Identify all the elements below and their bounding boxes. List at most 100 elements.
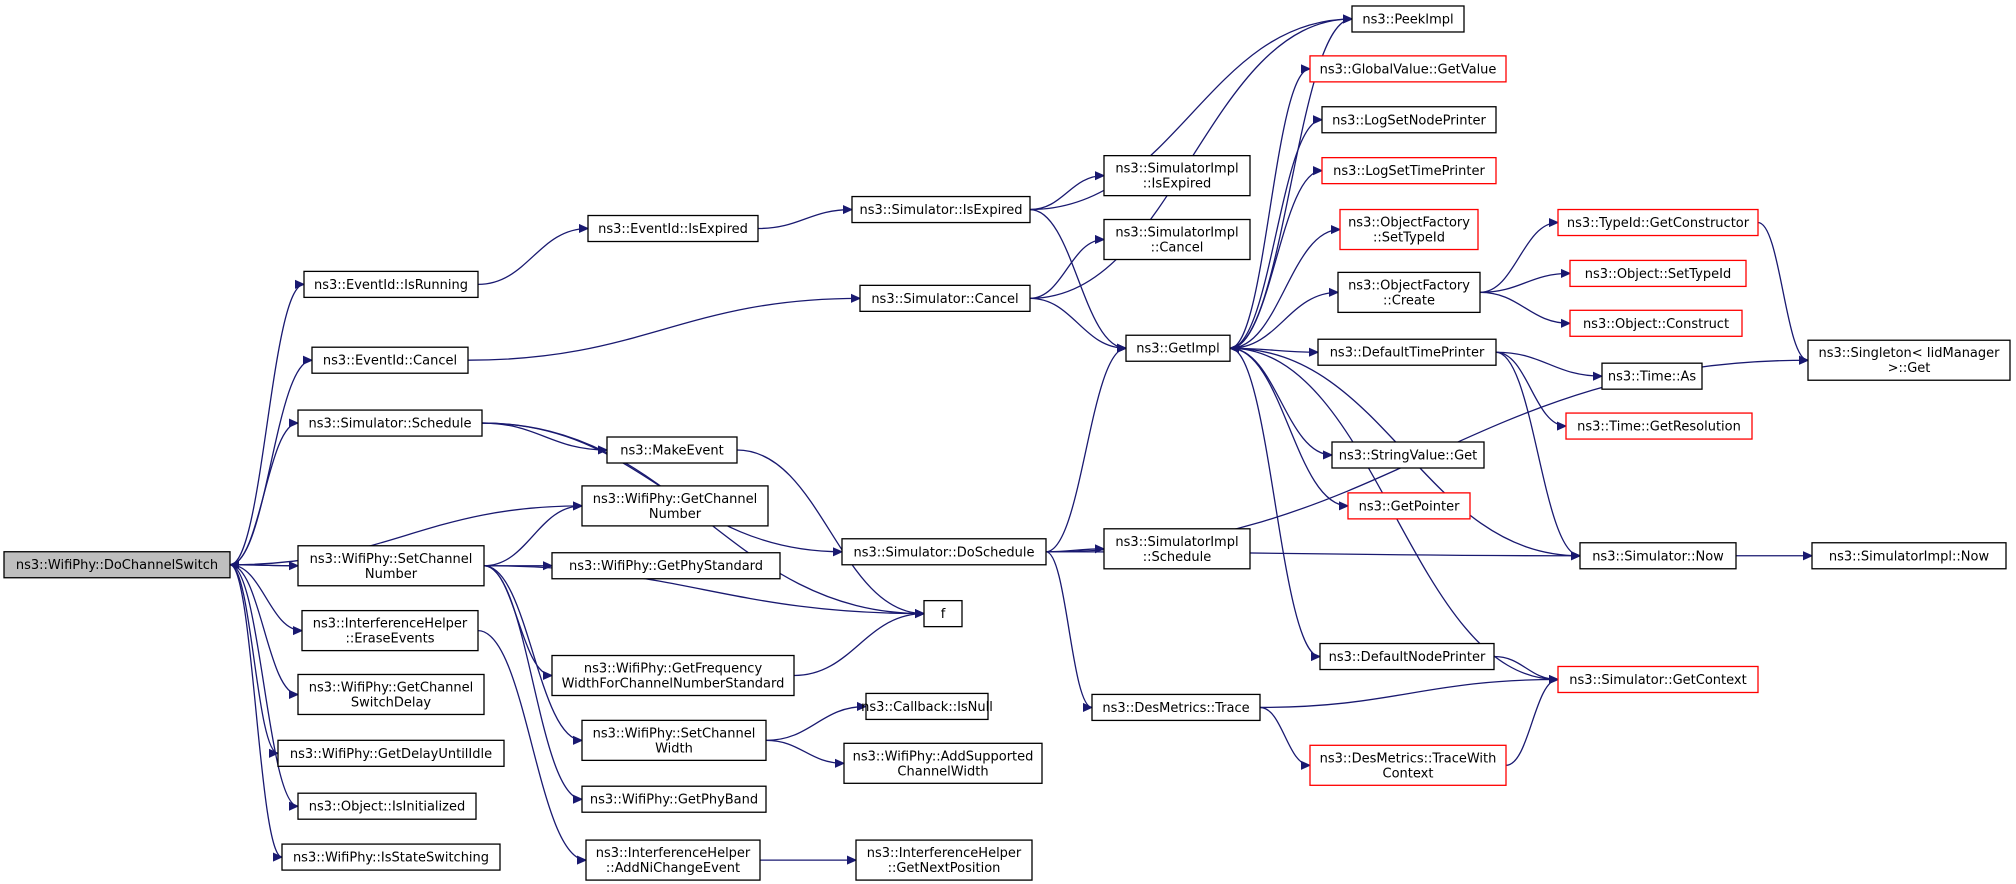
function-node-box[interactable] <box>1811 542 2007 570</box>
function-node-box[interactable] <box>281 843 501 871</box>
function-node-box[interactable] <box>855 839 1033 881</box>
function-node-n8[interactable]: ns3::LogSetTimePrinter <box>1321 156 1497 185</box>
function-node-n31[interactable]: ns3::SimulatorImpl::Schedule <box>1103 528 1251 570</box>
function-node-box[interactable] <box>1331 441 1485 469</box>
function-node-n9[interactable]: ns3::ObjectFactory::SetTypeId <box>1339 208 1479 251</box>
function-node-box[interactable] <box>859 284 1031 313</box>
function-node-n46[interactable]: ns3::WifiPhy::GetPhyBand <box>581 785 767 813</box>
function-node-n50[interactable]: ns3::WifiPhy::IsStateSwitching <box>281 843 501 871</box>
function-node-n33[interactable]: ns3::SimulatorImpl::Now <box>1811 542 2007 570</box>
function-node-box[interactable] <box>1321 156 1497 185</box>
function-node-box[interactable] <box>581 485 769 527</box>
function-node-n21[interactable]: ns3::Time::As <box>1601 362 1703 390</box>
function-node-n35[interactable]: ns3::InterferenceHelper::EraseEvents <box>301 609 479 652</box>
function-node-box[interactable] <box>297 673 485 716</box>
function-node-n4[interactable]: ns3::Simulator::IsExpired <box>851 195 1031 224</box>
function-node-box[interactable] <box>1579 542 1737 570</box>
function-node-box[interactable] <box>865 692 989 721</box>
function-node-box[interactable] <box>587 214 759 243</box>
function-node-box[interactable] <box>841 538 1047 566</box>
function-node-box[interactable] <box>1557 665 1759 694</box>
function-node-box[interactable] <box>1309 744 1507 786</box>
function-node-n3[interactable]: ns3::EventId::IsExpired <box>587 214 759 243</box>
function-node-n25[interactable]: ns3::Simulator::Schedule <box>297 409 483 437</box>
function-node-box[interactable] <box>1309 55 1507 83</box>
function-node-box[interactable] <box>1103 218 1251 261</box>
function-node-box[interactable] <box>297 409 483 437</box>
function-node-n11[interactable]: ns3::TypeId::GetConstructor <box>1557 208 1759 237</box>
function-node-box[interactable] <box>1565 412 1753 440</box>
function-node-n48[interactable]: ns3::InterferenceHelper::AddNiChangeEven… <box>585 839 761 881</box>
function-node-n42[interactable]: ns3::Callback::IsNull <box>861 692 993 721</box>
function-node-n36[interactable]: ns3::WifiPhy::GetFrequencyWidthForChanne… <box>551 654 795 697</box>
function-node-box[interactable] <box>1347 492 1471 520</box>
function-node-box[interactable] <box>551 654 795 697</box>
function-node-box[interactable] <box>1337 271 1481 314</box>
function-node-n30[interactable]: ns3::Simulator::DoSchedule <box>841 538 1047 566</box>
function-node-box[interactable] <box>1321 106 1497 134</box>
function-node-n16[interactable]: ns3::SimulatorImpl::Cancel <box>1103 218 1251 261</box>
function-node-n29[interactable]: ns3::WifiPhy::GetPhyStandard <box>551 552 781 580</box>
function-node-box[interactable] <box>303 270 479 299</box>
function-node-box[interactable] <box>301 609 479 652</box>
function-node-box[interactable] <box>1807 339 2011 381</box>
function-node-box[interactable] <box>1091 693 1261 722</box>
function-node-box[interactable] <box>1319 642 1495 671</box>
function-node-n34[interactable]: f <box>923 599 963 628</box>
function-node-box[interactable] <box>1125 334 1231 362</box>
function-node-n13[interactable]: ns3::Object::Construct <box>1569 309 1743 337</box>
function-node-box[interactable] <box>1317 338 1497 366</box>
function-node-n49[interactable]: ns3::InterferenceHelper::GetNextPosition <box>855 839 1033 881</box>
function-node-box[interactable] <box>277 739 505 767</box>
function-node-n10[interactable]: ns3::ObjectFactory::Create <box>1337 271 1481 314</box>
function-node-box[interactable] <box>1569 259 1747 288</box>
function-node-box[interactable] <box>581 785 767 813</box>
function-node-n23[interactable]: ns3::StringValue::Get <box>1331 441 1485 469</box>
function-node-n2[interactable]: ns3::EventId::IsRunning <box>303 270 479 299</box>
function-node-box[interactable] <box>3 551 231 579</box>
function-node-n43[interactable]: ns3::WifiPhy::GetDelayUntilIdle <box>277 739 505 767</box>
function-node-box[interactable] <box>851 195 1031 224</box>
function-node-box[interactable] <box>1103 528 1251 570</box>
function-node-n37[interactable]: ns3::DefaultNodePrinter <box>1319 642 1495 671</box>
function-node-box[interactable] <box>606 436 738 464</box>
function-node-box[interactable] <box>311 346 469 374</box>
function-node-box[interactable] <box>1351 5 1465 33</box>
function-node-box[interactable] <box>297 545 485 587</box>
function-node-n12[interactable]: ns3::Object::SetTypeId <box>1569 259 1747 288</box>
function-node-n5[interactable]: ns3::PeekImpl <box>1351 5 1465 33</box>
function-node-box[interactable] <box>1601 362 1703 390</box>
function-node-box[interactable] <box>551 552 781 580</box>
function-node-n20[interactable]: ns3::DefaultTimePrinter <box>1317 338 1497 366</box>
function-node-n7[interactable]: ns3::LogSetNodePrinter <box>1321 106 1497 134</box>
function-node-n24[interactable]: ns3::GetPointer <box>1347 492 1471 520</box>
function-node-n19[interactable]: ns3::GetImpl <box>1125 334 1231 362</box>
function-node-box[interactable] <box>843 742 1043 784</box>
function-node-box[interactable] <box>1339 208 1479 251</box>
function-node-box[interactable] <box>1569 309 1743 337</box>
function-node-n38[interactable]: ns3::Simulator::GetContext <box>1557 665 1759 694</box>
function-node-n18[interactable]: ns3::EventId::Cancel <box>311 346 469 374</box>
function-node-n22[interactable]: ns3::Time::GetResolution <box>1565 412 1753 440</box>
function-node-n1[interactable]: ns3::WifiPhy::DoChannelSwitch <box>3 551 231 579</box>
function-node-n32[interactable]: ns3::Simulator::Now <box>1579 542 1737 570</box>
function-node-n17[interactable]: ns3::Simulator::Cancel <box>859 284 1031 313</box>
function-node-n14[interactable]: ns3::Singleton< IidManager>::Get <box>1807 339 2011 381</box>
function-node-box[interactable] <box>1103 154 1251 197</box>
function-node-n40[interactable]: ns3::DesMetrics::Trace <box>1091 693 1261 722</box>
function-node-box[interactable] <box>923 599 963 628</box>
function-node-box[interactable] <box>297 792 477 820</box>
function-node-box[interactable] <box>585 839 761 881</box>
function-node-n6[interactable]: ns3::GlobalValue::GetValue <box>1309 55 1507 83</box>
function-node-n47[interactable]: ns3::Object::IsInitialized <box>297 792 477 820</box>
function-node-n15[interactable]: ns3::SimulatorImpl::IsExpired <box>1103 154 1251 197</box>
function-node-n26[interactable]: ns3::MakeEvent <box>606 436 738 464</box>
function-node-box[interactable] <box>581 719 767 762</box>
function-node-box[interactable] <box>1557 208 1759 237</box>
